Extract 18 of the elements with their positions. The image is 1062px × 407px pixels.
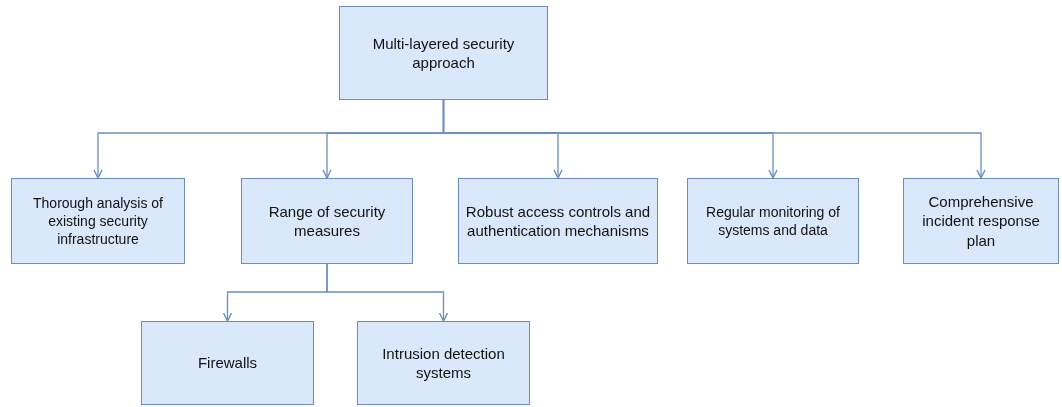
process-box	[687, 178, 859, 264]
box-label: Range of security measures	[267, 201, 387, 241]
box-label: Robust access controls and authentication mechanisms	[464, 201, 652, 241]
connector-arrow	[442, 99, 986, 179]
process-box	[357, 321, 530, 405]
process-box	[903, 178, 1059, 264]
process-box	[241, 178, 413, 264]
box-label: Thorough analysis of existing security infrastructure	[32, 193, 164, 249]
connector-arrow	[326, 263, 449, 322]
box-label: Comprehensive incident response plan	[921, 191, 1041, 251]
process-box	[11, 178, 185, 264]
box-label: Regular monitoring of systems and data	[705, 202, 841, 240]
box-label: Intrusion detection systems	[381, 343, 506, 383]
box-label: Multi-layered security approach	[371, 33, 516, 73]
process-box	[141, 321, 314, 405]
process-box	[339, 6, 548, 100]
process-box	[458, 178, 658, 264]
box-label: Firewalls	[197, 353, 258, 373]
